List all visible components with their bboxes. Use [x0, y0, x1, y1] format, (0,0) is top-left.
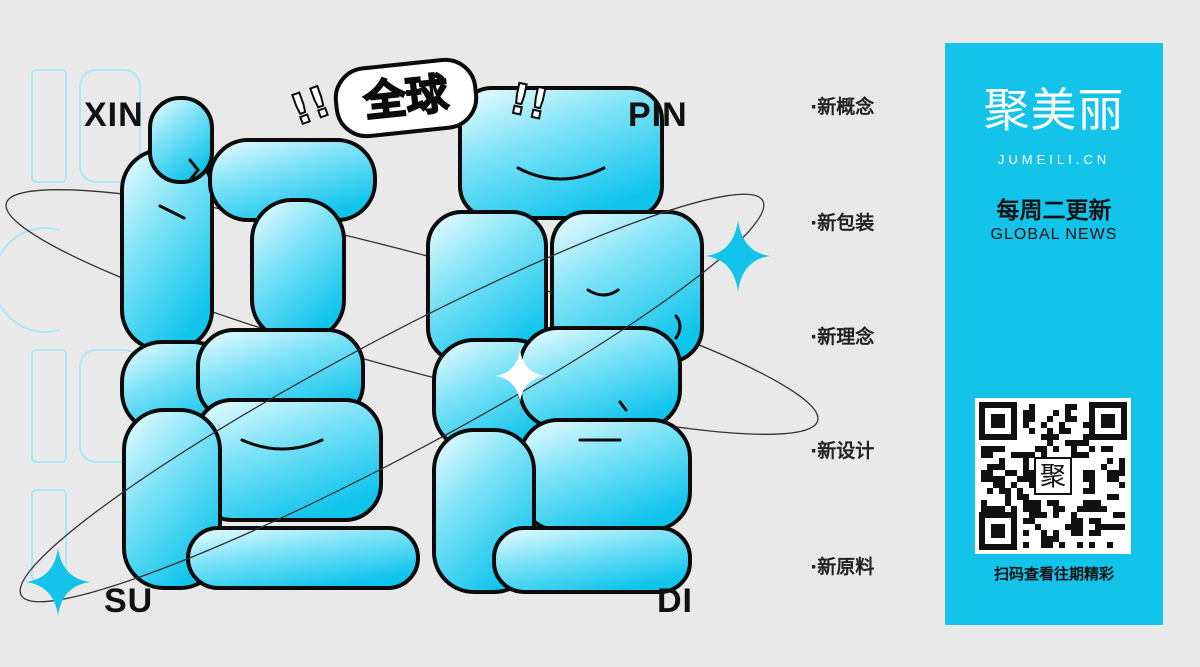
- pinyin-top-right: PIN: [628, 96, 688, 134]
- feature-item: ·新原料: [810, 556, 875, 578]
- pinyin-bottom-left: SU: [104, 582, 154, 620]
- feature-item: ·新设计: [810, 440, 875, 462]
- badge: 全球 !! !!: [283, 57, 554, 139]
- exclaim-left: !!: [284, 76, 337, 135]
- slogan-english: GLOBAL NEWS: [990, 226, 1118, 243]
- pinyin-top-left: XIN: [84, 96, 144, 134]
- orbit-ring-front: [19, 193, 765, 603]
- sparkle-icon: [26, 548, 90, 616]
- badge-text: 全球: [361, 69, 452, 127]
- brand-panel: 聚美丽 JUMEILI.CN 每周二更新 GLOBAL NEWS 聚 扫码查看往…: [945, 43, 1163, 625]
- sparkle-icon: [706, 220, 770, 292]
- pinyin-bottom-right: DI: [657, 582, 693, 620]
- exclaim-right: !!: [505, 73, 553, 129]
- qr-code-icon[interactable]: 聚: [975, 398, 1131, 554]
- feature-item: ·新概念: [810, 96, 875, 118]
- brand-domain: JUMEILI.CN: [997, 152, 1111, 167]
- qr-center-logo: 聚: [1040, 462, 1066, 492]
- glyph-shapes: [120, 86, 704, 594]
- feature-item: ·新包装: [810, 212, 875, 234]
- feature-item: ·新理念: [810, 326, 875, 348]
- background-outline-letters: [0, 69, 141, 581]
- glyph-details: [158, 158, 682, 451]
- slogan: 每周二更新: [996, 198, 1112, 224]
- qr-caption: 扫码查看往期精彩: [993, 565, 1114, 583]
- brand-logo: 聚美丽: [983, 83, 1125, 137]
- sparkle-icon: [496, 350, 544, 402]
